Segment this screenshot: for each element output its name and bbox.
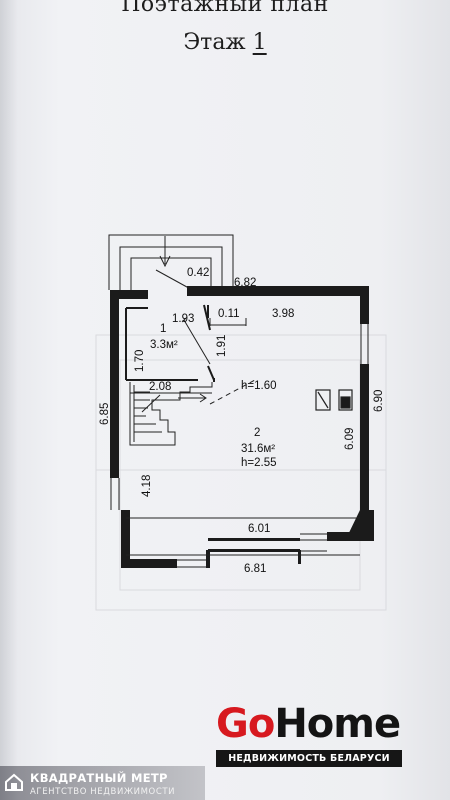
staircase [129, 382, 213, 446]
room-2-height: h=2.55 [241, 457, 277, 469]
dim-1-91: 1.91 [216, 335, 228, 357]
logo-tagline: НЕДВИЖИМОСТЬ БЕЛАРУСИ [216, 750, 402, 767]
floor-number: 1 [252, 30, 267, 55]
dim-6-90: 6.90 [373, 390, 385, 412]
floor-title: Этаж 1 [0, 30, 450, 55]
gohome-logo: GoHome НЕДВИЖИМОСТЬ БЕЛАРУСИ [216, 704, 406, 767]
dim-3-98: 3.98 [272, 308, 294, 320]
dim-6-09: 6.09 [344, 428, 356, 450]
interior-walls [125, 304, 215, 382]
house-icon [5, 773, 23, 791]
room-2-area: 31.6м² [241, 443, 275, 455]
dim-6-81: 6.81 [244, 563, 266, 575]
room-2-number: 2 [254, 427, 260, 439]
dimension-lines [126, 318, 360, 556]
dim-2-08: 2.08 [149, 381, 171, 393]
dim-6-01: 6.01 [248, 523, 270, 535]
dim-6-85: 6.85 [99, 403, 111, 425]
watermark-title: КВАДРАТНЫЙ МЕТР [30, 771, 168, 785]
logo-go: Go [216, 701, 275, 747]
dim-6-82: 6.82 [234, 277, 256, 289]
dim-1-70: 1.70 [134, 350, 146, 372]
dim-0-11: 0.11 [218, 308, 240, 320]
dim-0-42: 0.42 [187, 267, 209, 279]
logo-home: Home [274, 701, 401, 747]
show-through-lines [95, 334, 387, 611]
ceiling-height-stair: h=1.60 [241, 380, 277, 392]
dim-4-18: 4.18 [141, 475, 153, 497]
appliances [315, 389, 353, 411]
floor-word: Этаж [183, 30, 246, 55]
porch [108, 234, 234, 290]
plan-title: Поэтажный план [121, 0, 329, 17]
vestibule-door [181, 317, 211, 365]
watermark-subtitle: АГЕНТСТВО НЕДВИЖИМОСТИ [30, 787, 176, 797]
windows [110, 324, 369, 568]
exterior-walls [110, 286, 374, 568]
dim-1-93: 1.93 [172, 313, 194, 325]
room-1-area: 3.3м² [150, 339, 178, 351]
room-1-number: 1 [160, 323, 166, 335]
kvadratny-metr-watermark: КВАДРАТНЫЙ МЕТР АГЕНТСТВО НЕДВИЖИМОСТИ [0, 766, 205, 800]
